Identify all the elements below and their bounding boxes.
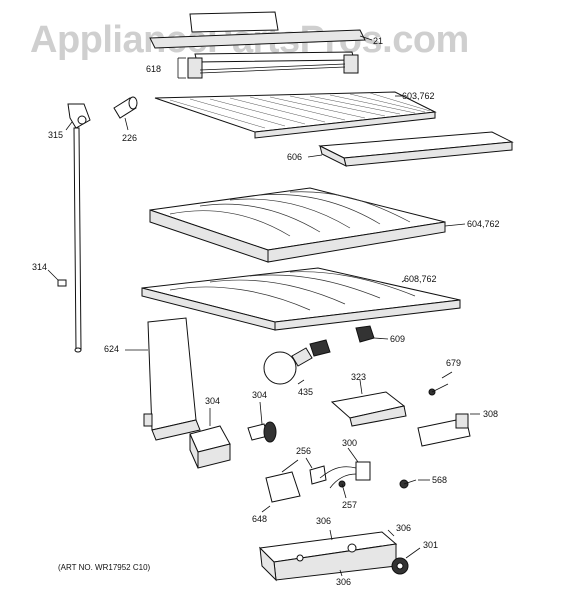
callout-304-a: 304 <box>205 396 220 406</box>
callout-606: 606 <box>287 152 302 162</box>
callout-648: 648 <box>252 514 267 524</box>
callout-314: 314 <box>32 262 47 272</box>
callout-306-a: 306 <box>316 516 331 526</box>
callout-435: 435 <box>298 387 313 397</box>
callout-301: 301 <box>423 540 438 550</box>
art-number: (ART NO. WR17952 C10) <box>58 563 151 572</box>
callout-568: 568 <box>432 475 447 485</box>
callout-604-762: 604,762 <box>467 219 500 229</box>
callout-21: 21 <box>373 36 383 46</box>
callout-608-762: 608,762 <box>404 274 437 284</box>
callout-226: 226 <box>122 133 137 143</box>
callout-323: 323 <box>351 372 366 382</box>
part-226-bushing <box>113 96 138 131</box>
callout-308: 308 <box>483 409 498 419</box>
part-603-wire-shelf <box>154 91 437 139</box>
part-604-evaporator-cover <box>149 187 466 263</box>
part-315-control-knob <box>65 103 91 131</box>
callout-603-762: 603,762 <box>402 91 435 101</box>
part-606-drip-tray <box>307 131 514 167</box>
callout-679: 679 <box>446 358 461 368</box>
part-21-top-rail <box>149 11 373 49</box>
callout-306-b: 306 <box>396 523 411 533</box>
part-304-knob <box>247 401 277 443</box>
part-608-freezer-floor <box>141 267 461 331</box>
callout-609: 609 <box>390 334 405 344</box>
part-314-rod-clip <box>47 269 67 287</box>
callout-257: 257 <box>342 500 357 510</box>
part-308-bracket <box>417 413 480 447</box>
part-300-switch <box>319 447 371 489</box>
part-323-thermostat-bracket <box>330 379 407 427</box>
callout-304-b: 304 <box>252 390 267 400</box>
part-618-shelf-bar <box>177 51 359 79</box>
callout-315: 315 <box>48 130 63 140</box>
callout-306-c: 306 <box>336 577 351 587</box>
callout-256: 256 <box>296 446 311 456</box>
part-435-light-bulb <box>263 339 331 385</box>
callout-618: 618 <box>146 64 161 74</box>
part-304-control-body <box>189 408 231 469</box>
part-648-timer <box>261 459 301 513</box>
part-679-screw <box>428 371 453 396</box>
part-257-screw <box>338 480 347 499</box>
part-609-lamp-clip <box>355 325 389 343</box>
callout-624: 624 <box>104 344 119 354</box>
part-256-clip <box>305 457 327 485</box>
part-568-screw <box>399 479 430 489</box>
part-306-control-bracket <box>258 529 398 582</box>
control-rod <box>73 127 82 353</box>
part-624-control-housing <box>125 317 201 441</box>
callout-300: 300 <box>342 438 357 448</box>
part-301-knob <box>391 547 421 575</box>
